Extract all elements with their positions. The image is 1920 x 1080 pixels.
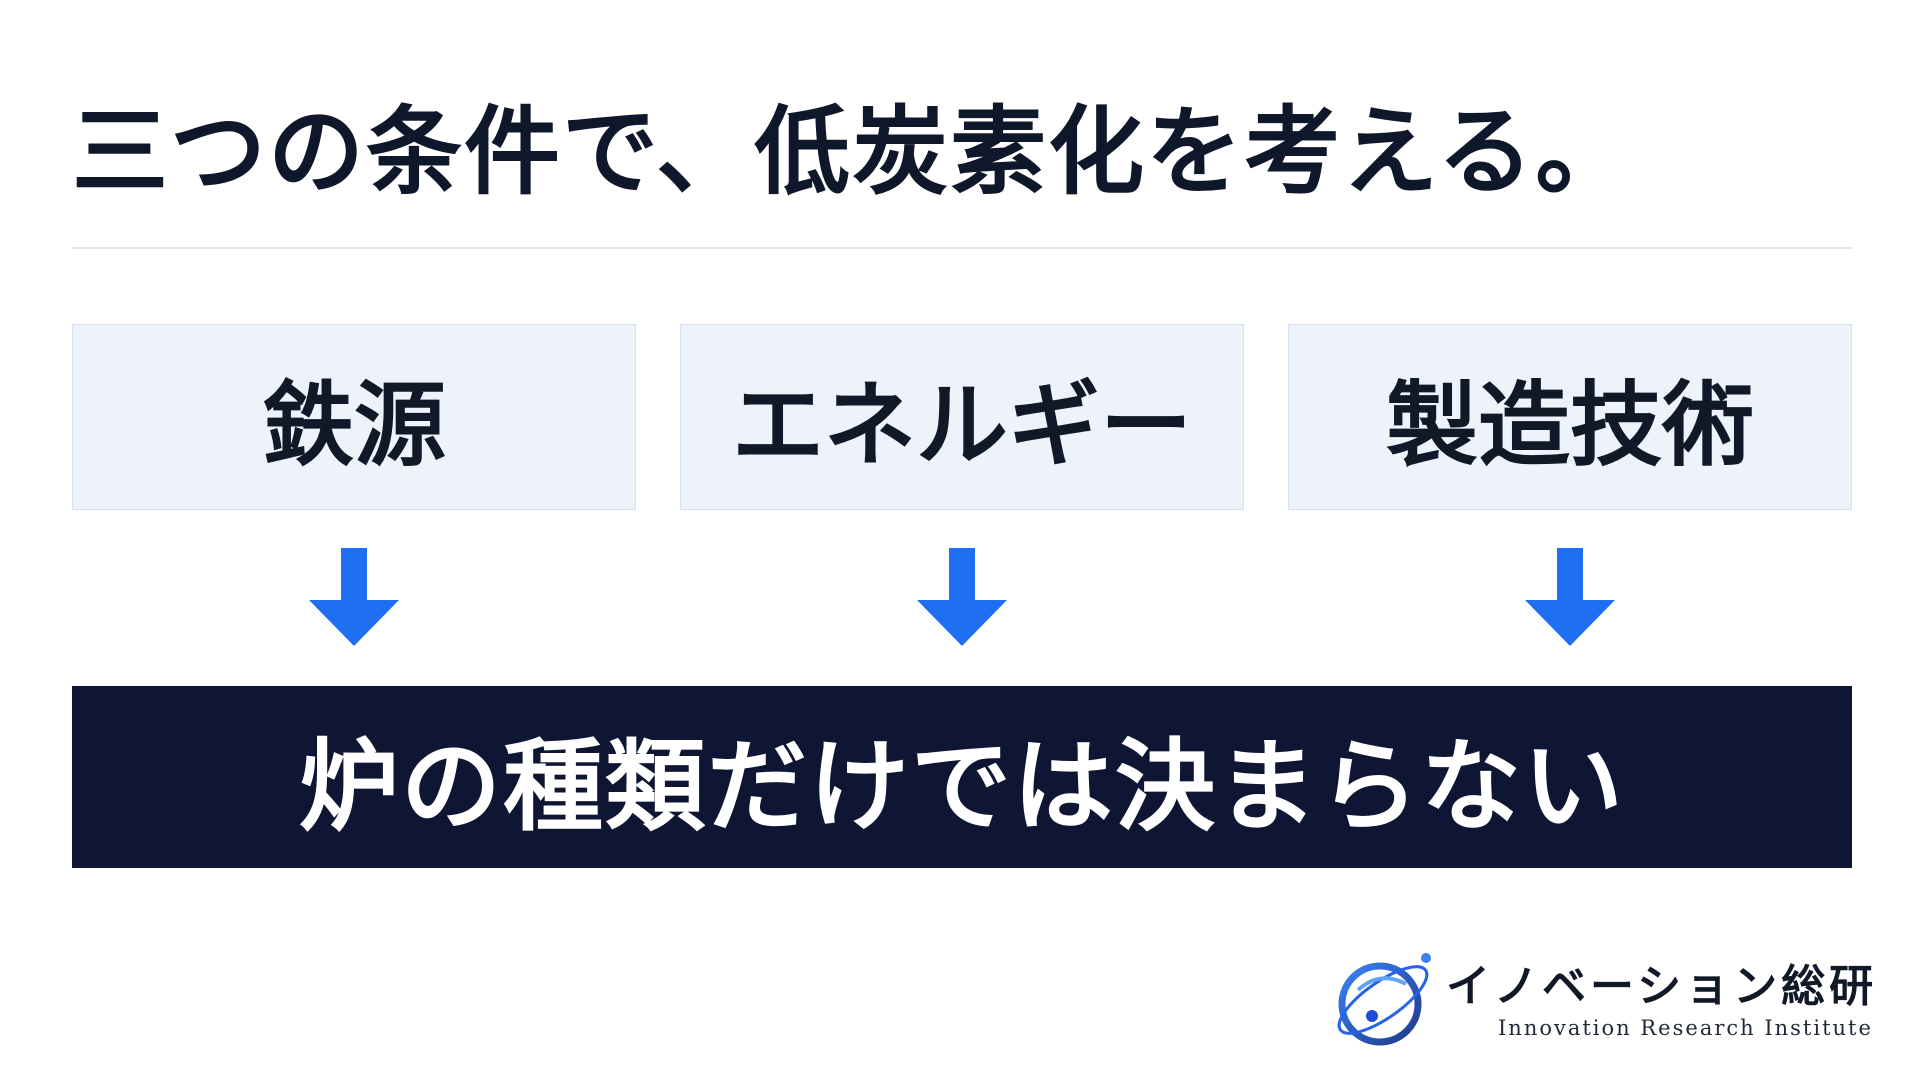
page-title: 三つの条件で、低炭素化を考える。	[72, 96, 1634, 208]
arrow-down-icon	[1525, 548, 1615, 646]
orbit-logo-icon	[1337, 953, 1431, 1046]
condition-label: 鉄源	[261, 371, 446, 479]
condition-label: エネルギー	[731, 371, 1192, 479]
condition-box-iron-source: 鉄源	[72, 324, 636, 510]
condition-box-energy: エネルギー	[680, 324, 1244, 510]
conclusion-banner: 炉の種類だけでは決まらない	[72, 686, 1852, 868]
condition-label: 製造技術	[1385, 371, 1754, 479]
logo-name-en: Innovation Research Institute	[1498, 1016, 1873, 1040]
arrow-down-icon	[309, 548, 399, 646]
condition-box-manufacturing-technology: 製造技術	[1288, 324, 1852, 510]
logo-name-jp: イノベーション総研	[1446, 961, 1878, 1012]
arrow-down-icon	[917, 548, 1007, 646]
title-divider	[72, 247, 1852, 249]
company-logo: イノベーション総研 Innovation Research Institute	[1328, 944, 1888, 1056]
conclusion-text: 炉の種類だけでは決まらない	[299, 727, 1625, 845]
